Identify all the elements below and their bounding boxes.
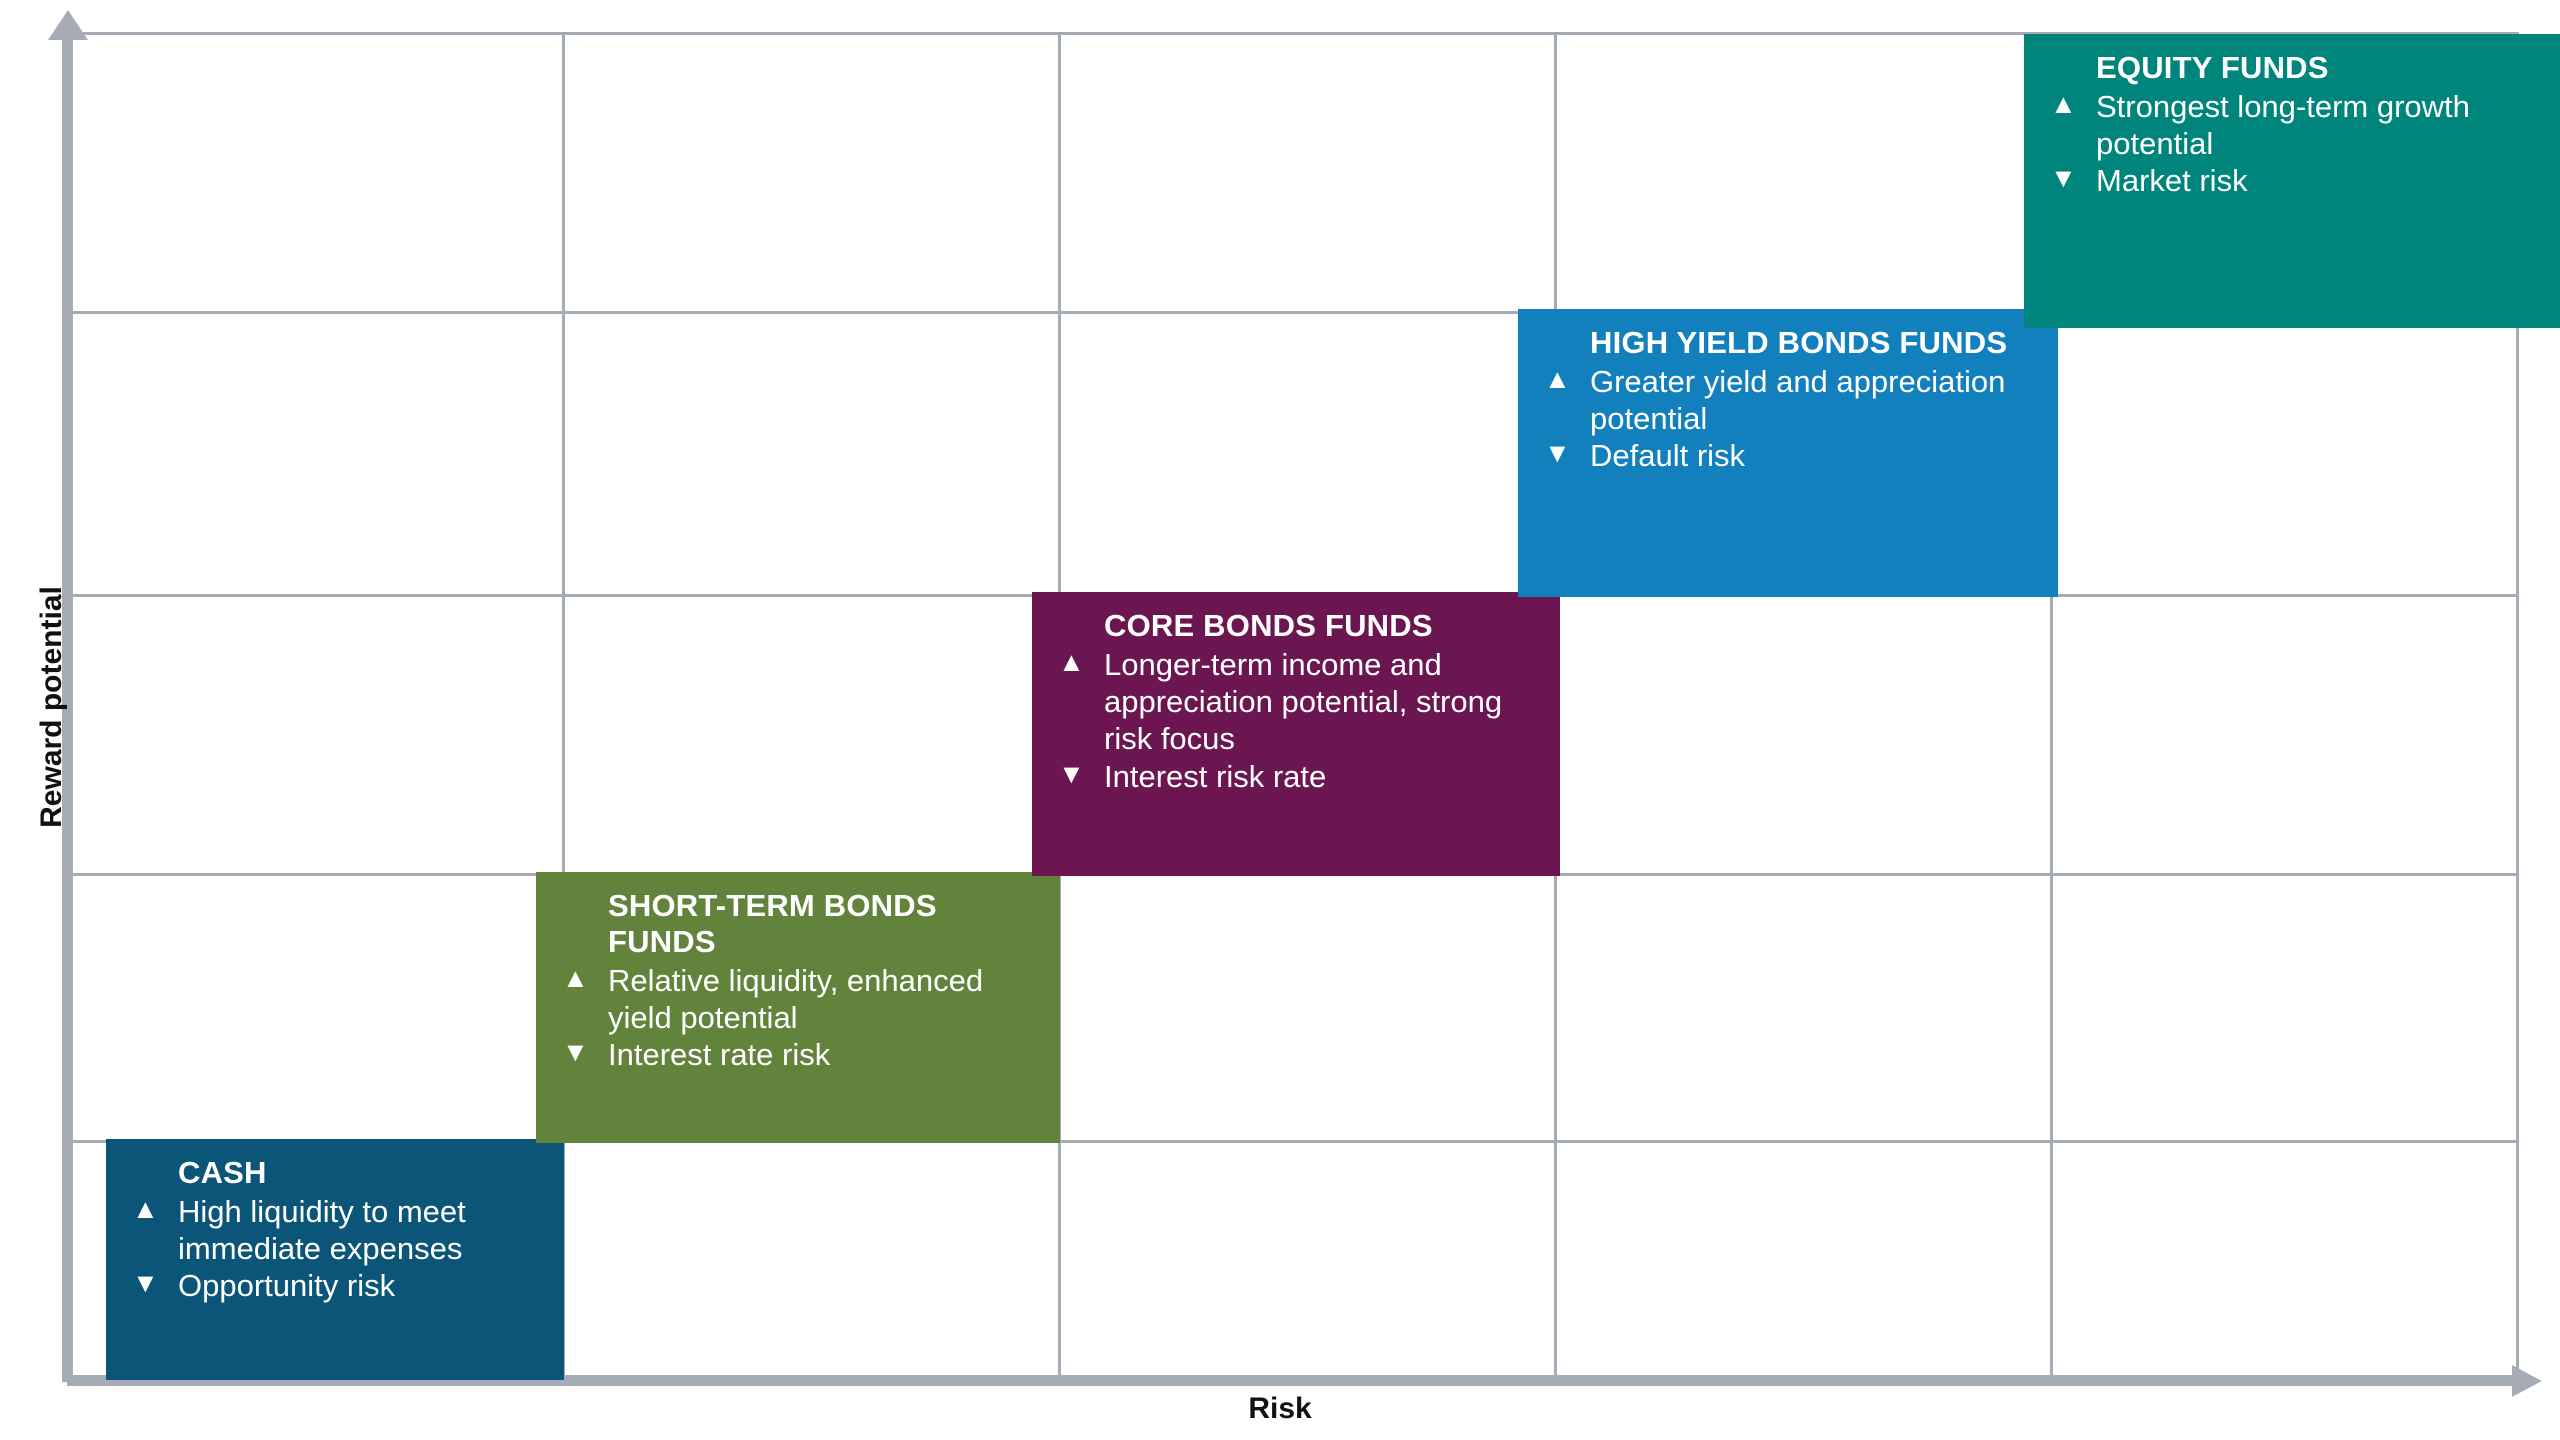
- gridline-vertical-4: [2050, 32, 2053, 1380]
- x-axis-title: Risk: [1248, 1392, 1312, 1425]
- downside-text: Interest risk rate: [1104, 758, 1327, 794]
- upside-row: ▲ Greater yield and appreciation potenti…: [1544, 363, 2032, 437]
- category-box-cash[interactable]: CASH ▲ High liquidity to meet immediate …: [106, 1139, 564, 1380]
- triangle-up-icon: ▲: [2050, 88, 2077, 119]
- upside-text: High liquidity to meet immediate expense…: [178, 1193, 466, 1267]
- triangle-down-icon: ▼: [1058, 758, 1085, 789]
- category-title: CORE BONDS FUNDS: [1104, 608, 1433, 643]
- y-axis-arrow-icon: [48, 10, 88, 40]
- triangle-up-icon: ▲: [562, 962, 589, 993]
- upside-text: Greater yield and appreciation potential: [1590, 363, 2006, 437]
- downside-text: Opportunity risk: [178, 1268, 396, 1304]
- triangle-up-icon: ▲: [132, 1193, 159, 1224]
- gridline-horizontal-1: [67, 1140, 2519, 1143]
- triangle-down-icon: ▼: [2050, 163, 2077, 194]
- upside-row: ▲ Longer-term income and appreciation po…: [1058, 646, 1534, 758]
- y-axis-title: Reward potential: [35, 586, 68, 828]
- triangle-up-icon: ▲: [1544, 363, 1571, 394]
- category-title: HIGH YIELD BONDS FUNDS: [1590, 325, 2008, 360]
- downside-row: ▼ Default risk: [1544, 437, 2032, 474]
- category-title: EQUITY FUNDS: [2096, 50, 2329, 85]
- triangle-down-icon: ▼: [1544, 438, 1571, 469]
- category-box-core-bonds-funds[interactable]: CORE BONDS FUNDS ▲ Longer-term income an…: [1032, 592, 1560, 876]
- downside-text: Default risk: [1590, 438, 1746, 474]
- gridline-horizontal-5: [67, 32, 2519, 35]
- triangle-up-icon: ▲: [1058, 646, 1085, 677]
- downside-row: ▼ Interest risk rate: [1058, 758, 1534, 795]
- gridline-vertical-1: [562, 32, 565, 1380]
- x-axis-line: [67, 1375, 2519, 1386]
- x-axis-arrow-icon: [2512, 1365, 2542, 1397]
- upside-row: ▲ Strongest long-term growth potential: [2050, 88, 2534, 162]
- upside-text: Strongest long-term growth potential: [2096, 88, 2470, 162]
- upside-text: Relative liquidity, enhanced yield poten…: [608, 962, 984, 1036]
- triangle-down-icon: ▼: [562, 1037, 589, 1068]
- downside-text: Interest rate risk: [608, 1037, 831, 1073]
- downside-row: ▼ Opportunity risk: [132, 1267, 538, 1304]
- upside-row: ▲ High liquidity to meet immediate expen…: [132, 1193, 538, 1267]
- gridline-horizontal-4: [67, 311, 2519, 314]
- category-box-high-yield-bonds-funds[interactable]: HIGH YIELD BONDS FUNDS ▲ Greater yield a…: [1518, 309, 2058, 597]
- downside-text: Market risk: [2096, 163, 2248, 199]
- gridline-vertical-5: [2516, 32, 2519, 1380]
- upside-row: ▲ Relative liquidity, enhanced yield pot…: [562, 962, 1034, 1036]
- category-title: SHORT-TERM BONDS FUNDS: [608, 888, 937, 959]
- downside-row: ▼ Interest rate risk: [562, 1036, 1034, 1073]
- downside-row: ▼ Market risk: [2050, 162, 2534, 199]
- upside-text: Longer-term income and appreciation pote…: [1104, 646, 1503, 757]
- category-box-short-term-bonds-funds[interactable]: SHORT-TERM BONDS FUNDS ▲ Relative liquid…: [536, 872, 1060, 1143]
- y-axis-line: [62, 30, 73, 1382]
- triangle-down-icon: ▼: [132, 1268, 159, 1299]
- category-title: CASH: [178, 1155, 267, 1190]
- category-box-equity-funds[interactable]: EQUITY FUNDS ▲ Strongest long-term growt…: [2024, 34, 2560, 328]
